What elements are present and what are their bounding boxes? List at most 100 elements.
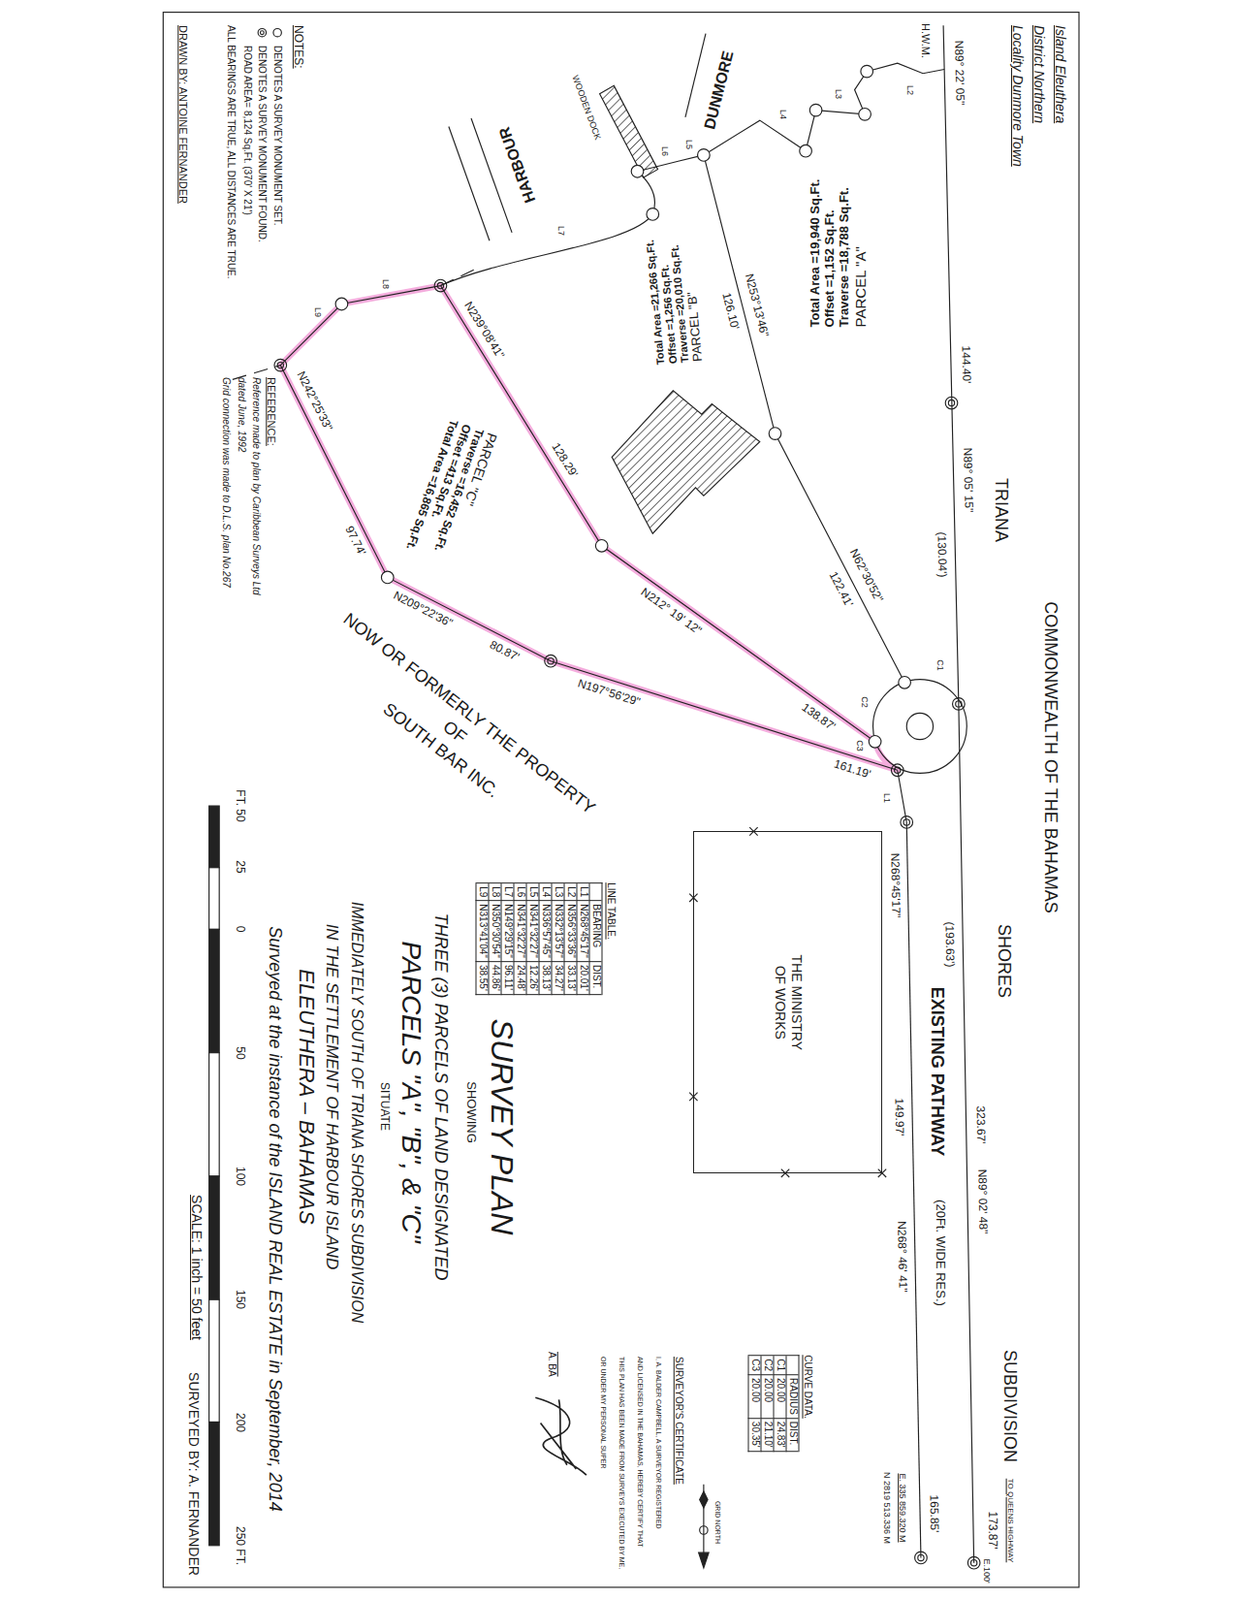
scale-number: FT. 50	[232, 789, 247, 822]
drafter-label: DRAWN BY: ANTOINE FERNANDER	[177, 25, 191, 204]
line-dimension: 161.19'	[831, 757, 872, 782]
parcel-region: PARCEL "B"Traverse =20,010 Sq.Ft.Offset …	[643, 236, 706, 366]
table-cell: N268°45'17"	[575, 900, 589, 962]
callout-label: L7	[555, 225, 566, 236]
parcel-area: Traverse =18,788 Sq.Ft.	[837, 187, 853, 327]
fence-marks	[689, 826, 887, 1177]
line-dimension: 126.10'	[719, 291, 742, 332]
table-cell: CURVE DATA.	[801, 1354, 813, 1419]
parcel-region: PARCEL "C"Traverse =16,452 Sq.Ft.Offset …	[403, 417, 501, 566]
table-title-row: LINE TABLE.	[603, 882, 616, 995]
boundary-line	[897, 769, 907, 823]
table-cell: 38.13'	[538, 961, 551, 995]
scale-number: 200	[232, 1411, 247, 1431]
water-mark-label: H.W.M.	[919, 23, 933, 59]
table-cell: N336°57'45"	[538, 900, 551, 962]
line-dimension: N197°56'29"	[575, 676, 642, 709]
line-dimension: 144.40'	[957, 345, 973, 383]
table-cell: DIST.	[785, 1417, 798, 1451]
table-cell: C2	[760, 1355, 773, 1375]
line-dimension: N89° 02' 48"	[974, 1169, 989, 1235]
scale-number: 100	[232, 1166, 247, 1186]
line-dimension: N89° 05' 15"	[960, 446, 976, 512]
title-text: SITUATE	[377, 1082, 391, 1132]
area-label: SUBDIVISION	[999, 1349, 1020, 1462]
certificate-text: THIS PLAN HAS BEEN MADE FROM SURVEYS EXE…	[617, 1356, 626, 1569]
table-cell: DIST.	[588, 961, 602, 995]
table-cell: 30.35'	[747, 1417, 761, 1451]
legend-text: DENOTES A SURVEY MONUMENT SET.	[271, 45, 284, 226]
note-text: ROAD AREA= 8,124 Sq.Ft. (370' X 21')	[241, 45, 254, 216]
table-cell: N313°41'04"	[475, 900, 488, 962]
scale-number: 0	[232, 925, 247, 933]
table-cell: 24.48'	[512, 961, 526, 995]
title-text: SHOWING	[464, 1080, 479, 1143]
line-dimension: N253°13'46"	[741, 271, 771, 338]
dimension-label: 173.87'	[984, 1511, 999, 1550]
cul-de-sac-island	[906, 712, 933, 739]
area-label: TRIANA	[991, 477, 1013, 542]
table-cell: 20.00	[760, 1374, 773, 1419]
title-text: Surveyed at the instance of the ISLAND R…	[265, 925, 286, 1511]
table-cell: 20.00	[772, 1374, 786, 1419]
table-cell: L4	[538, 883, 551, 901]
line-dimension: 80.87'	[486, 638, 521, 666]
line-dimension: 165.85'	[925, 1493, 941, 1532]
title-text: THREE (3) PARCELS OF LAND DESIGNATED	[430, 912, 451, 1280]
table-cell: 20.01'	[575, 961, 589, 995]
harbour-shore	[685, 33, 706, 118]
scale-label: SCALE: 1 inch = 50 feet	[189, 1194, 205, 1340]
table-cell: 34.27'	[550, 961, 564, 995]
cul-de-sac	[873, 679, 968, 774]
survey-monuments	[274, 64, 981, 1569]
pathway-boundary	[906, 822, 921, 1557]
legend-text: DENOTES A SURVEY MONUMENT FOUND.	[256, 45, 269, 243]
table-cell: C3	[747, 1355, 761, 1375]
feature-label: WOODEN DOCK	[570, 73, 603, 141]
title-text: IMMEDIATELY SOUTH OF TRIANA SHORES SUBDI…	[348, 900, 366, 1322]
table-cell: C1	[772, 1355, 786, 1375]
line-table: LINE TABLE.BEARINGDIST.L1N268°45'17"20.0…	[475, 882, 616, 995]
parcel-area: Total Area =19,940 Sq.Ft.	[808, 178, 824, 327]
table-cell: L1	[575, 883, 589, 901]
road-label: (20Ft. WIDE RES.)	[932, 1199, 948, 1306]
table-cell: LINE TABLE.	[604, 882, 616, 940]
callout-label: L6	[660, 146, 670, 157]
scale-number: 150	[232, 1289, 247, 1309]
surveyor-label: SURVEYED BY: A. FERNANDER	[186, 1371, 202, 1576]
table-cell: 12.26'	[525, 961, 539, 995]
table-cell: N332°13'57"	[550, 900, 564, 962]
parcel-highlight	[280, 285, 897, 771]
table-cell: N350°30'54"	[487, 900, 501, 962]
table-cell: N356°33'36"	[563, 900, 576, 962]
table-cell: L5	[525, 883, 539, 901]
building	[611, 390, 761, 534]
callout-label: C3	[855, 739, 865, 752]
parcel-area: Offset =1,152 Sq.Ft.	[823, 209, 838, 327]
line-dimension: 97.74'	[341, 523, 368, 558]
callout-label: C1	[935, 659, 946, 671]
certificate-text: AND LICENSED IN THE BAHAMAS, HEREBY CERT…	[635, 1356, 644, 1547]
government-lot: THE MINISTRY OF WORKS	[693, 830, 883, 1173]
plan-title: SURVEY PLAN	[483, 1018, 520, 1236]
line-dimension: (193.63')	[941, 920, 956, 967]
signatory-label: A. BA	[545, 1351, 558, 1377]
table-cell: N341°32'27"	[525, 900, 539, 962]
line-dimension: N89° 22' 05"	[950, 39, 966, 105]
owner-label: NOW OR FORMERLY THE PROPERTY	[339, 609, 600, 820]
country-label: COMMONWEALTH OF THE BAHAMAS	[1040, 601, 1061, 913]
line-dimension: N268° 46' 41"	[894, 1220, 910, 1293]
table-cell: 21.10'	[760, 1417, 773, 1451]
callout-label: L9	[313, 307, 323, 317]
line-dimension: 138.87'	[798, 700, 838, 734]
sheet-info: Locality Dunmore Town	[1010, 25, 1026, 167]
callout-label: L3	[833, 89, 844, 99]
parcel-region: PARCEL "A"Traverse =18,788 Sq.Ft.Offset …	[808, 178, 869, 327]
line-dimension: 323.67'	[973, 1105, 987, 1143]
coordinate-label: N 2819 513.336 M	[882, 1471, 892, 1544]
dimension-label: E.100'	[982, 1557, 992, 1583]
table-cell: L3	[550, 883, 564, 901]
line-dimension: 149.97'	[891, 1097, 907, 1136]
line-dimension: N242°25'33"	[292, 369, 334, 434]
